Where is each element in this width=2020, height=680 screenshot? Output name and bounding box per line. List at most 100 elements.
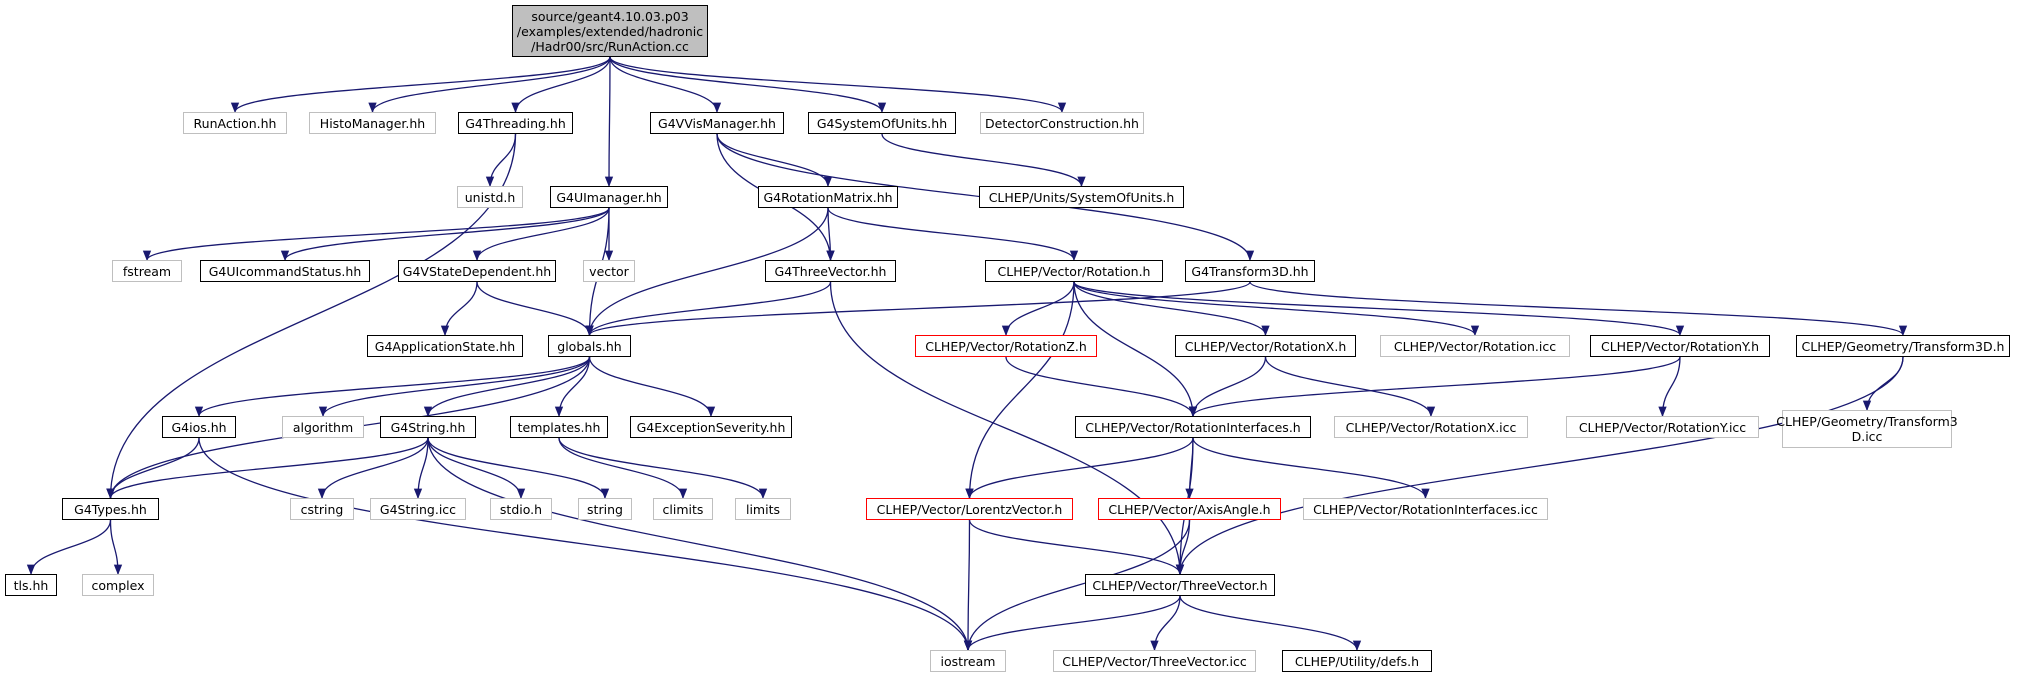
node-unistd-h[interactable]: unistd.h (457, 186, 523, 208)
edge-g4string_hh-to-stdio_h (427, 437, 526, 500)
node-templates-hh[interactable]: templates.hh (510, 416, 608, 438)
node-g4threading-hh[interactable]: G4Threading.hh (458, 112, 573, 134)
edge-root-to-detectorconstruction_hh (609, 56, 1067, 114)
edge-g4ios_hh-to-g4types_hh (106, 437, 200, 500)
node-g4applicationstate-hh[interactable]: G4ApplicationState.hh (367, 335, 523, 357)
edge-g4rotationmatrix_hh-to-g4threevector_hh (826, 207, 835, 262)
edge-clhep_rotationx_h-to-clhep_rotationx_icc (1264, 356, 1436, 418)
node-clhep-geometry-transform3d-h[interactable]: CLHEP/Geometry/Transform3D.h (1796, 335, 2010, 357)
node-limits[interactable]: limits (735, 498, 791, 520)
edge-g4vvismanager_hh-to-g4rotationmatrix_hh (716, 133, 833, 188)
node-clhep-vector-threevector-icc[interactable]: CLHEP/Vector/ThreeVector.icc (1053, 650, 1256, 672)
edge-globals_hh-to-g4ios_hh (194, 356, 591, 418)
edge-clhep_threevector_h-to-iostream (963, 595, 1181, 652)
node-g4rotationmatrix-hh[interactable]: G4RotationMatrix.hh (758, 186, 898, 208)
edge-g4string_hh-to-iostream (427, 437, 973, 652)
edge-root-to-histomanager_hh (368, 56, 611, 114)
node-g4string-icc[interactable]: G4String.icc (370, 498, 466, 520)
edge-g4vstatedependent_hh-to-g4applicationstate_hh (440, 281, 478, 337)
node-clhep-vector-rotation-h[interactable]: CLHEP/Vector/Rotation.h (985, 260, 1163, 282)
node-histomanager-hh[interactable]: HistoManager.hh (309, 112, 436, 134)
node-clhep-vector-axisangle-h[interactable]: CLHEP/Vector/AxisAngle.h (1098, 498, 1281, 520)
edge-clhep_axisangle_h-to-clhep_threevector_h (1175, 519, 1191, 576)
edge-clhep_rotationz_h-to-clhep_rotationinterfaces_h (1005, 356, 1198, 418)
edge-root-to-runaction_hh (230, 56, 611, 114)
node-climits[interactable]: climits (653, 498, 713, 520)
node-g4uicommandstatus-hh[interactable]: G4UIcommandStatus.hh (200, 260, 370, 282)
node-fstream[interactable]: fstream (112, 260, 182, 282)
edge-clhep_rotation_h-to-clhep_rotationy_h (1073, 281, 1684, 337)
edge-globals_hh-to-algorithm (318, 356, 591, 418)
node-clhep-vector-threevector-h[interactable]: CLHEP/Vector/ThreeVector.h (1085, 574, 1275, 596)
node-clhep-vector-rotationx-h[interactable]: CLHEP/Vector/RotationX.h (1175, 335, 1356, 357)
node-g4string-hh[interactable]: G4String.hh (380, 416, 476, 438)
edge-clhep_rotation_h-to-clhep_rotationx_h (1073, 281, 1270, 337)
node-g4vvismanager-hh[interactable]: G4VVisManager.hh (650, 112, 784, 134)
node-clhep-vector-rotationinterfaces-h[interactable]: CLHEP/Vector/RotationInterfaces.h (1075, 416, 1311, 438)
edge-g4uimanager_hh-to-g4uicommandstatus_hh (280, 207, 610, 262)
node-clhep-utility-defs-h[interactable]: CLHEP/Utility/defs.h (1282, 650, 1432, 672)
node-g4types-hh[interactable]: G4Types.hh (62, 498, 159, 520)
edge-g4threading_hh-to-unistd_h (485, 133, 517, 188)
edge-g4transform3d_hh-to-globals_hh (585, 281, 1251, 337)
edge-root-to-g4systemofunits_hh (609, 56, 887, 114)
edge-g4threevector_hh-to-clhep_threevector_h (829, 281, 1185, 576)
edge-clhep_axisangle_h-to-iostream (963, 519, 1191, 652)
edge-g4string_hh-to-g4types_hh (106, 437, 429, 500)
node-cstring[interactable]: cstring (290, 498, 354, 520)
edge-root-to-g4vvismanager_hh (609, 56, 722, 114)
node-clhep-vector-rotationy-icc[interactable]: CLHEP/Vector/RotationY.icc (1566, 416, 1759, 438)
edge-g4transform3d_hh-to-clhep_transform3d_h (1249, 281, 1907, 337)
node-g4vstatedependent-hh[interactable]: G4VStateDependent.hh (398, 260, 556, 282)
edge-globals_hh-to-templates_hh (554, 356, 591, 418)
node-stdio-h[interactable]: stdio.h (490, 498, 552, 520)
edge-clhep_lorentzvector_h-to-iostream (963, 519, 973, 652)
edge-clhep_rotationinterfaces_h-to-clhep_rotationinterfaces_icc (1192, 437, 1430, 500)
edge-g4vstatedependent_hh-to-globals_hh (476, 281, 594, 337)
edge-g4threevector_hh-to-globals_hh (585, 281, 832, 337)
node-globals-hh[interactable]: globals.hh (548, 335, 631, 357)
edge-g4string_hh-to-g4string_icc (413, 437, 429, 500)
edge-g4systemofunits_hh-to-clhep_units_systemofunits_h (881, 133, 1086, 188)
node-root[interactable]: source/geant4.10.03.p03 /examples/extend… (512, 5, 708, 57)
edge-clhep_rotationy_h-to-clhep_rotationinterfaces_h (1188, 356, 1681, 418)
edge-root-to-g4threading_hh (511, 56, 611, 114)
node-detectorconstruction-hh[interactable]: DetectorConstruction.hh (980, 112, 1144, 134)
node-clhep-vector-rotationz-h[interactable]: CLHEP/Vector/RotationZ.h (915, 335, 1097, 357)
edge-g4threading_hh-to-g4types_hh (106, 133, 517, 500)
edge-clhep_threevector_h-to-clhep_threevector_icc (1150, 595, 1181, 652)
edge-g4types_hh-to-tls_hh (26, 519, 112, 576)
node-clhep-vector-rotationy-h[interactable]: CLHEP/Vector/RotationY.h (1590, 335, 1770, 357)
node-g4transform3d-hh[interactable]: G4Transform3D.hh (1185, 260, 1315, 282)
edge-g4rotationmatrix_hh-to-globals_hh (585, 207, 829, 337)
edge-g4string_hh-to-string (427, 437, 610, 500)
node-clhep-vector-rotation-icc[interactable]: CLHEP/Vector/Rotation.icc (1380, 335, 1570, 357)
edge-clhep_rotationinterfaces_h-to-clhep_lorentzvector_h (965, 437, 1194, 500)
node-clhep-vector-lorentzvector-h[interactable]: CLHEP/Vector/LorentzVector.h (866, 498, 1073, 520)
node-iostream[interactable]: iostream (930, 650, 1006, 672)
node-vector[interactable]: vector (583, 260, 635, 282)
node-g4systemofunits-hh[interactable]: G4SystemOfUnits.hh (808, 112, 956, 134)
edge-globals_hh-to-g4exceptionseverity_hh (588, 356, 716, 418)
node-algorithm[interactable]: algorithm (282, 416, 364, 438)
edge-g4uimanager_hh-to-g4vstatedependent_hh (472, 207, 610, 262)
node-complex[interactable]: complex (82, 574, 154, 596)
node-g4ios-hh[interactable]: G4ios.hh (162, 416, 236, 438)
edge-clhep_transform3d_h-to-clhep_threevector_h (1175, 356, 1904, 576)
edge-templates_hh-to-limits (558, 437, 768, 500)
node-g4uimanager-hh[interactable]: G4UImanager.hh (550, 186, 668, 208)
edge-g4types_hh-to-complex (109, 519, 123, 576)
node-tls-hh[interactable]: tls.hh (5, 574, 57, 596)
node-g4threevector-hh[interactable]: G4ThreeVector.hh (765, 260, 896, 282)
node-string[interactable]: string (578, 498, 632, 520)
node-clhep-vector-rotationx-icc[interactable]: CLHEP/Vector/RotationX.icc (1334, 416, 1528, 438)
edge-clhep_threevector_h-to-clhep_utility_defs_h (1179, 595, 1362, 652)
node-g4exceptionseverity-hh[interactable]: G4ExceptionSeverity.hh (630, 416, 792, 438)
node-clhep-geometry-transform3d-icc[interactable]: CLHEP/Geometry/Transform3 D.icc (1776, 410, 1958, 448)
node-clhep-units-systemofunits-h[interactable]: CLHEP/Units/SystemOfUnits.h (979, 186, 1184, 208)
edge-clhep_transform3d_h-to-clhep_transform3d_icc (1862, 356, 1904, 412)
edge-clhep_rotation_h-to-clhep_rotation_icc (1073, 281, 1480, 337)
node-clhep-vector-rotationinterfaces-icc[interactable]: CLHEP/Vector/RotationInterfaces.icc (1303, 498, 1548, 520)
node-runaction-hh[interactable]: RunAction.hh (183, 112, 287, 134)
